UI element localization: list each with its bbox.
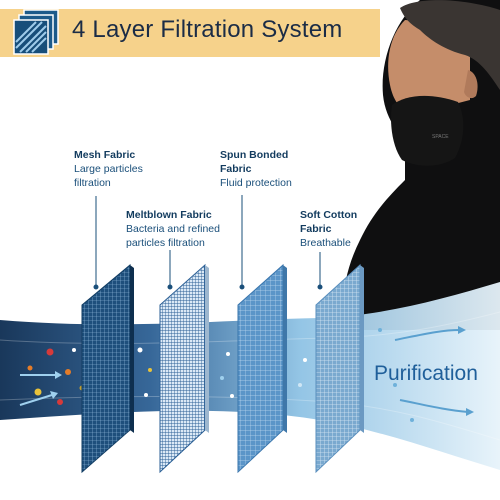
title-banner <box>0 9 380 57</box>
layer-name: Soft Cotton <box>300 209 358 221</box>
filter-layer-spun-bonded <box>237 263 287 474</box>
layer-name: Fabric <box>300 223 332 235</box>
layer-label-mesh: Mesh Fabric Large particles filtration <box>74 148 143 190</box>
layer-name: Spun Bonded <box>220 149 289 161</box>
layer-label-meltblown: Meltblown Fabric Bacteria and refined pa… <box>126 208 220 250</box>
filter-layer-mesh <box>81 263 134 474</box>
layer-label-spun-bonded: Spun Bonded Fabric Fluid protection <box>220 148 292 190</box>
purification-arrows <box>378 326 474 422</box>
layer-description: filtration <box>74 177 111 189</box>
purification-label: Purification <box>374 362 478 385</box>
page-title: 4 Layer Filtration System <box>72 16 343 43</box>
svg-text:SPACE: SPACE <box>432 134 449 140</box>
label-pointers <box>93 195 323 290</box>
filter-layer-meltblown <box>159 263 209 474</box>
layer-description: Fluid protection <box>220 177 292 189</box>
layer-description: Large particles <box>74 163 143 175</box>
person-with-mask: SPACE <box>343 0 500 330</box>
filter-layer-soft-cotton <box>315 263 364 474</box>
layer-description: particles filtration <box>126 237 205 249</box>
layer-name: Fabric <box>220 163 252 175</box>
contaminant-particles <box>19 348 91 406</box>
layer-description: Breathable <box>300 237 351 249</box>
layer-name: Meltblown Fabric <box>126 209 212 221</box>
layer-name: Mesh Fabric <box>74 149 136 161</box>
layer-label-soft-cotton: Soft Cotton Fabric Breathable <box>300 208 357 250</box>
stacked-layers-icon <box>13 9 59 55</box>
layer-description: Bacteria and refined <box>126 223 220 235</box>
